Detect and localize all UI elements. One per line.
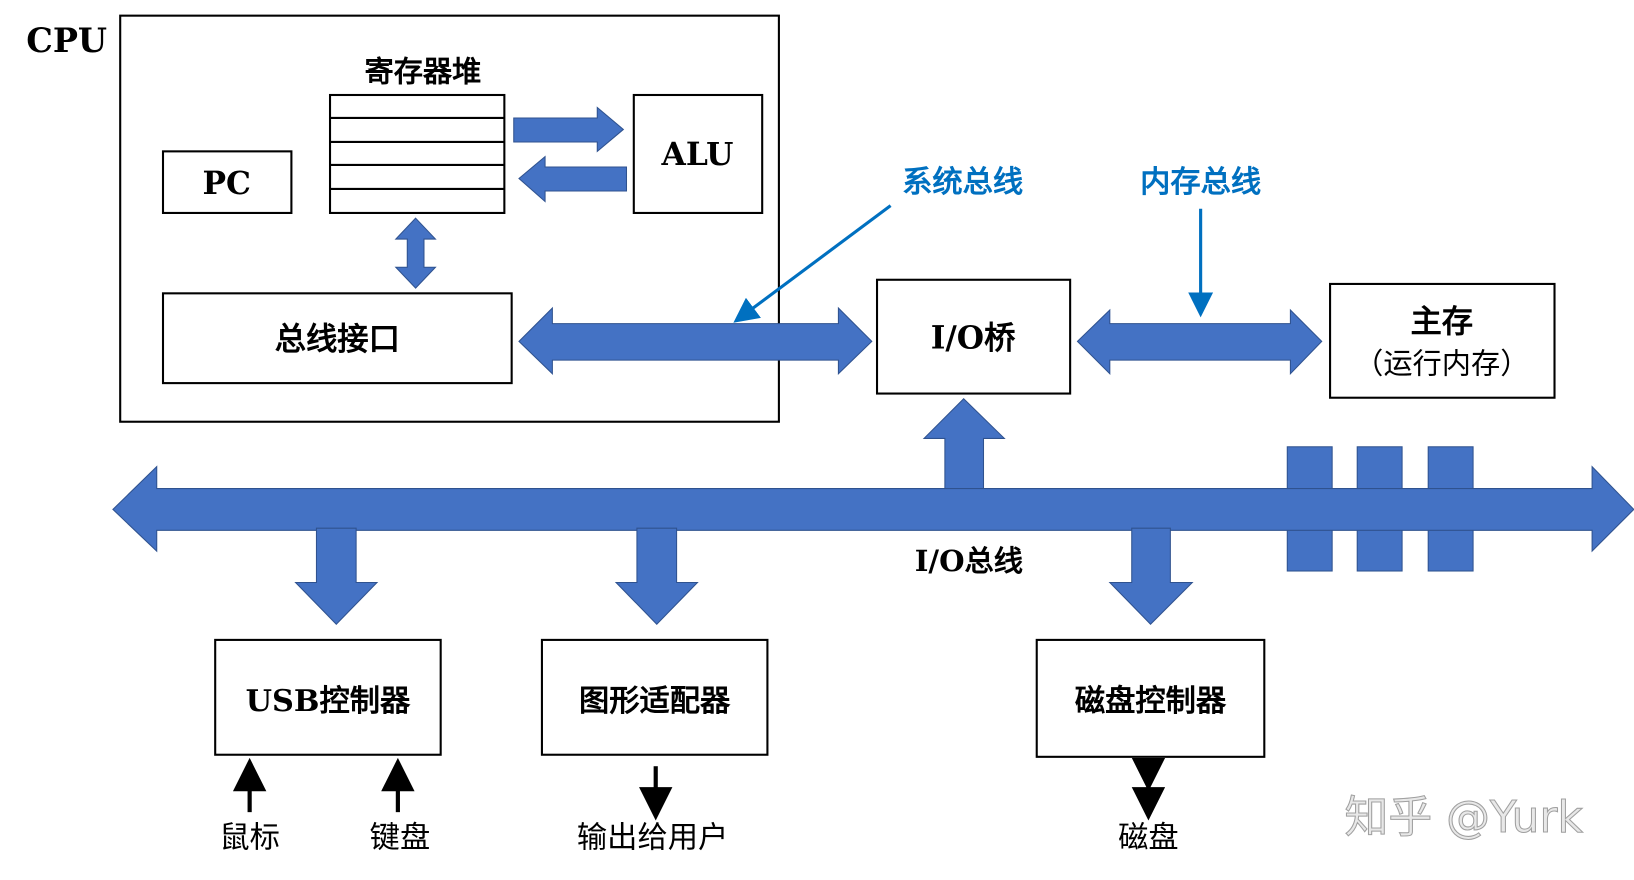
graphics-down-arrow	[614, 527, 699, 625]
disk-down-arrow	[1108, 527, 1194, 625]
cpu-label: CPU	[26, 21, 107, 60]
system-bus-label: 系统总线	[902, 165, 1023, 200]
memory-bus-arrow	[1076, 308, 1323, 376]
graphics-adapter-label: 图形适配器	[579, 684, 731, 719]
usb-down-arrow	[294, 527, 379, 625]
alu-box	[632, 93, 764, 214]
system-bus-pointer	[733, 204, 892, 323]
io-bus-label: I/O总线	[915, 544, 1023, 578]
bus-interface-label: 总线接口	[275, 322, 400, 358]
io-bridge-label: I/O桥	[931, 321, 1016, 357]
watermark: 知乎 @Yurk	[1345, 792, 1584, 843]
pc-label: PC	[202, 166, 250, 202]
memory-bus-label: 内存总线	[1140, 165, 1261, 200]
alu-label: ALU	[661, 137, 734, 173]
usb-controller-box	[214, 638, 442, 756]
io-bridge-up-arrow	[922, 398, 1006, 492]
keyboard-label: 键盘	[370, 821, 431, 856]
main-memory-sublabel: （运行内存）	[1354, 347, 1529, 381]
register-file-label: 寄存器堆	[364, 54, 481, 88]
usb-controller-label: USB控制器	[246, 684, 411, 719]
bus-interface-box	[161, 292, 513, 385]
disk-controller-box	[1035, 638, 1266, 758]
disk-label: 磁盘	[1118, 821, 1179, 856]
main-memory-box	[1329, 282, 1556, 399]
system-bus-arrow	[518, 306, 873, 375]
register-file	[328, 93, 506, 214]
mouse-label: 鼠标	[219, 821, 280, 856]
arrow-reg-bus-interface	[394, 217, 437, 289]
graphics-adapter-box	[540, 638, 769, 756]
io-bridge-box	[875, 278, 1072, 395]
output-label: 输出给用户	[577, 821, 728, 856]
pc-box	[161, 150, 293, 214]
main-memory-label: 主存	[1410, 304, 1473, 340]
arrow-reg-to-alu	[513, 106, 625, 153]
arrow-alu-to-reg	[518, 155, 628, 203]
disk-controller-label: 磁盘控制器	[1075, 683, 1227, 719]
